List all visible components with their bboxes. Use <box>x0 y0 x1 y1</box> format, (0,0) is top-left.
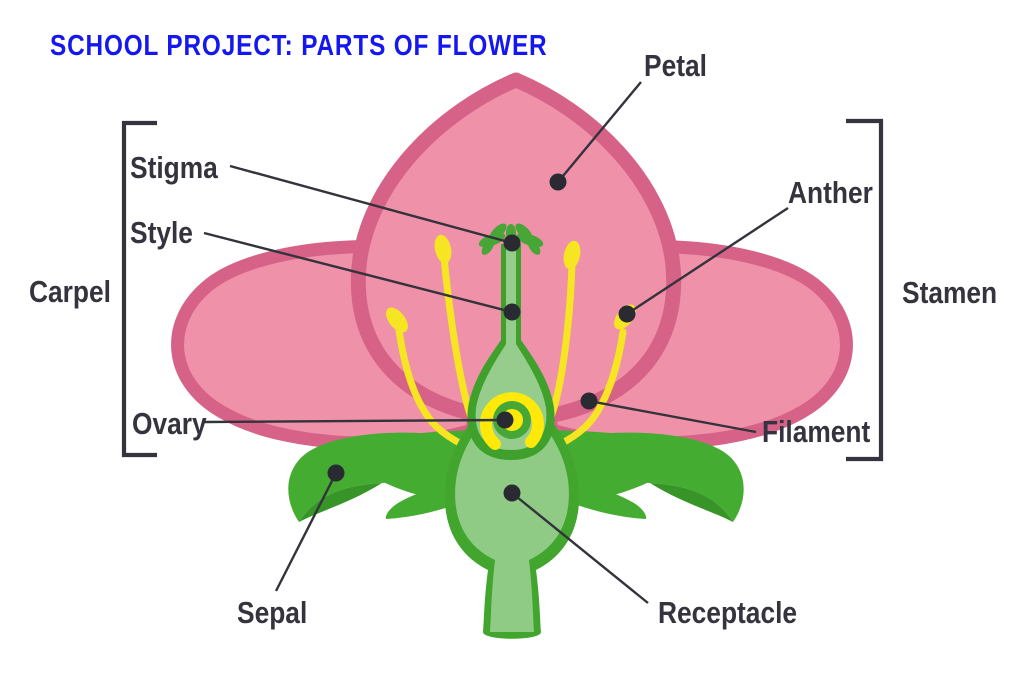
sepal-left-outer <box>288 432 492 522</box>
label-stamen: Stamen <box>902 276 997 310</box>
sepal-right-shade <box>650 483 733 522</box>
filament-dot <box>580 392 598 410</box>
label-filament: Filament <box>762 415 871 449</box>
petal-dot <box>549 173 567 191</box>
stigma-leader-line <box>229 164 513 245</box>
label-petal: Petal <box>644 49 707 83</box>
stigma-leaf <box>489 223 507 241</box>
label-ovary: Ovary <box>132 407 207 441</box>
anther-right-inner <box>563 240 581 270</box>
label-receptacle: Receptacle <box>658 596 797 630</box>
sepal-leader-line <box>274 472 338 592</box>
label-anther: Anther <box>788 176 873 210</box>
receptacle-body <box>455 398 569 632</box>
stamen-bracket <box>846 118 884 462</box>
page-title: SCHOOL PROJECT: PARTS OF FLOWER <box>50 30 548 62</box>
ovary-leader-line <box>203 418 506 424</box>
stigma-dot <box>503 234 521 252</box>
receptacle-dot <box>503 484 521 502</box>
sepal-dot <box>327 464 345 482</box>
sepal-left-shade <box>299 483 382 522</box>
label-sepal: Sepal <box>237 596 307 630</box>
petal-leader-line <box>557 81 642 183</box>
style-leader-line <box>203 231 513 314</box>
anther-left-inner <box>434 234 452 264</box>
filament-leader-line <box>588 399 757 434</box>
anther-leader-line <box>626 206 789 316</box>
stigma-leaf <box>527 239 541 255</box>
anther-dot <box>618 305 636 323</box>
label-carpel: Carpel <box>29 275 111 309</box>
label-stigma: Stigma <box>130 151 219 185</box>
stigma-leaf <box>481 239 495 255</box>
sepal-right-outer <box>540 432 744 522</box>
label-style: Style <box>130 216 193 250</box>
receptacle-leader-line <box>511 492 649 604</box>
ovary-dot <box>496 411 514 429</box>
flower-illustration <box>171 72 853 639</box>
stigma-leaf <box>515 223 533 241</box>
annotations: Petal Stigma Style Anther Carpel Stamen … <box>29 49 997 630</box>
anther-left-outer <box>386 307 408 333</box>
ovule-outer-ring <box>480 392 544 450</box>
style-dot <box>503 303 521 321</box>
carpel-bracket <box>121 120 157 458</box>
